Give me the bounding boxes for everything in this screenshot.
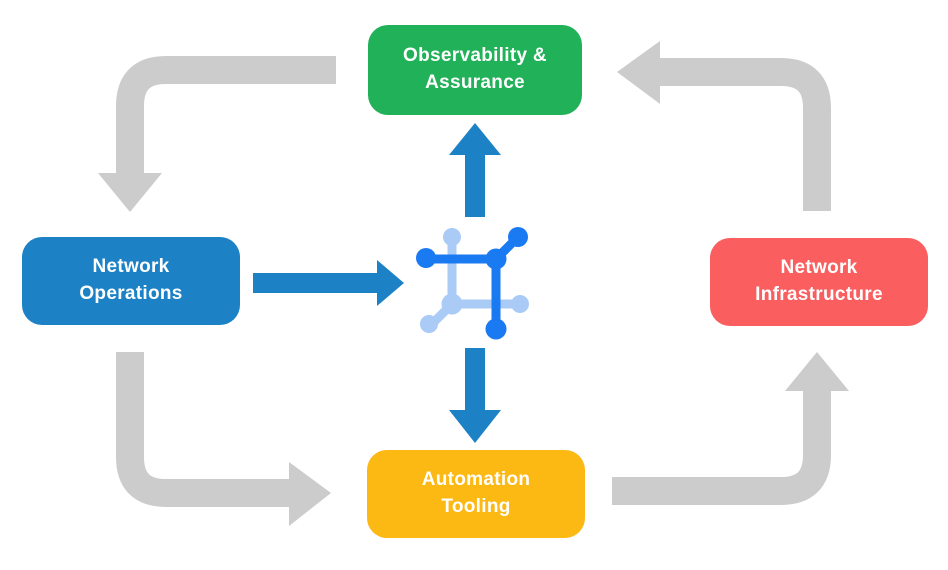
node-label-line: Operations: [79, 283, 183, 304]
cycle-arrow-top-right-shaft: [659, 58, 831, 211]
node-network-operations: Network Operations: [22, 237, 240, 325]
node-label-line: Network: [780, 257, 858, 279]
cycle-arrow-top-left-shaft: [116, 56, 336, 176]
cycle-arrow-top-right-head: [617, 41, 660, 104]
cycle-arrow-bottom-right-shaft: [612, 390, 831, 505]
icon-node-left-dark: [416, 248, 436, 268]
icon-node-top-right-dark: [508, 227, 528, 247]
node-label-line: Assurance: [425, 72, 525, 93]
blue-arrow-up-head: [449, 123, 501, 155]
cycle-arrow-bottom-left-head: [289, 462, 331, 526]
node-network-infrastructure: Network Infrastructure: [710, 238, 928, 326]
cycle-arrow-top-left-head: [98, 173, 162, 212]
cycle-arrow-group: [98, 41, 849, 526]
blue-arrow-right-head: [377, 260, 404, 306]
icon-corner-node-dark: [485, 248, 507, 270]
node-label-line: Tooling: [441, 496, 511, 517]
icon-node-right-light: [511, 295, 529, 313]
cycle-arrow-bottom-left-shaft: [116, 352, 290, 507]
node-label-line: Automation: [421, 469, 531, 491]
node-label-line: Observability &: [403, 45, 547, 67]
cycle-arrow-bottom-right-head: [785, 352, 849, 391]
icon-node-bottom-dark: [485, 318, 507, 340]
node-label-line: Infrastructure: [755, 284, 883, 305]
node-automation-tooling: Automation Tooling: [367, 450, 585, 538]
network-automation-icon: [416, 227, 529, 340]
blue-arrow-down-head: [449, 410, 501, 443]
node-label-line: Network: [92, 256, 170, 278]
icon-corner-node-light: [441, 293, 463, 315]
icon-node-bottom-left-light: [420, 315, 438, 333]
icon-node-top-light: [443, 228, 461, 246]
blue-arrow-group: [253, 123, 501, 443]
node-observability-assurance: Observability & Assurance: [368, 25, 582, 115]
